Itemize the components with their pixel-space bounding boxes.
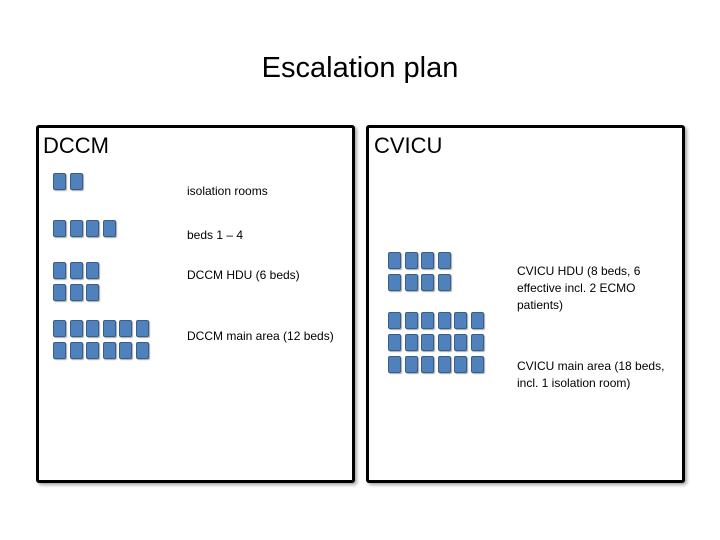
bed-icon <box>69 262 83 279</box>
bed-icon <box>388 252 401 269</box>
bed-icon <box>69 284 83 301</box>
cvicu-panel <box>366 125 685 483</box>
bed-icon <box>53 262 66 279</box>
bed-icon <box>69 320 83 337</box>
bed-icon <box>102 342 116 359</box>
bed-icon <box>470 334 484 351</box>
bed-icon <box>437 356 451 373</box>
bed-icon <box>135 320 149 337</box>
bed-icon <box>119 320 132 337</box>
bed-icon <box>86 220 99 237</box>
bed-icon <box>53 284 66 301</box>
bed-icon <box>404 334 418 351</box>
slide-title: Escalation plan <box>261 52 459 84</box>
bed-icon <box>86 342 99 359</box>
dccm-panel <box>36 125 355 483</box>
bed-icon <box>437 334 451 351</box>
bed-icon <box>470 312 484 329</box>
bed-icon <box>53 173 66 190</box>
dccm-main-area-label: DCCM main area (12 beds) <box>187 329 334 343</box>
bed-icon <box>86 284 99 301</box>
bed-icon <box>404 312 418 329</box>
bed-icon <box>421 356 434 373</box>
bed-icon <box>102 320 116 337</box>
bed-icon <box>404 252 418 269</box>
cvicu-main-area-label: CVICU main area (18 beds, incl. 1 isolat… <box>517 359 665 390</box>
bed-icon <box>454 312 467 329</box>
bed-icon <box>421 274 434 291</box>
bed-icon <box>388 356 401 373</box>
bed-icon <box>437 274 451 291</box>
dccm-beds-1-4-label: beds 1 – 4 <box>187 228 244 242</box>
bed-icon <box>421 312 434 329</box>
dccm-isolation-label: isolation rooms <box>187 184 268 198</box>
bed-icon <box>421 334 434 351</box>
dccm-heading: DCCM <box>43 133 109 158</box>
dccm-hdu-label: DCCM HDU (6 beds) <box>187 268 300 282</box>
bed-icon <box>388 274 401 291</box>
bed-icon <box>69 173 83 190</box>
bed-icon <box>53 320 66 337</box>
bed-icon <box>102 220 116 237</box>
bed-icon <box>53 342 66 359</box>
bed-icon <box>388 312 401 329</box>
bed-icon <box>119 342 132 359</box>
bed-icon <box>135 342 149 359</box>
bed-icon <box>388 334 401 351</box>
cvicu-hdu-label: CVICU HDU (8 beds, 6 effective incl. 2 E… <box>517 264 641 312</box>
bed-icon <box>437 312 451 329</box>
bed-icon <box>404 356 418 373</box>
bed-icon <box>69 220 83 237</box>
bed-icon <box>470 356 484 373</box>
bed-icon <box>86 320 99 337</box>
cvicu-heading: CVICU <box>374 133 443 158</box>
bed-icon <box>437 252 451 269</box>
bed-icon <box>421 252 434 269</box>
bed-icon <box>454 356 467 373</box>
bed-icon <box>86 262 99 279</box>
bed-icon <box>404 274 418 291</box>
bed-icon <box>69 342 83 359</box>
bed-icon <box>53 220 66 237</box>
bed-icon <box>454 334 467 351</box>
